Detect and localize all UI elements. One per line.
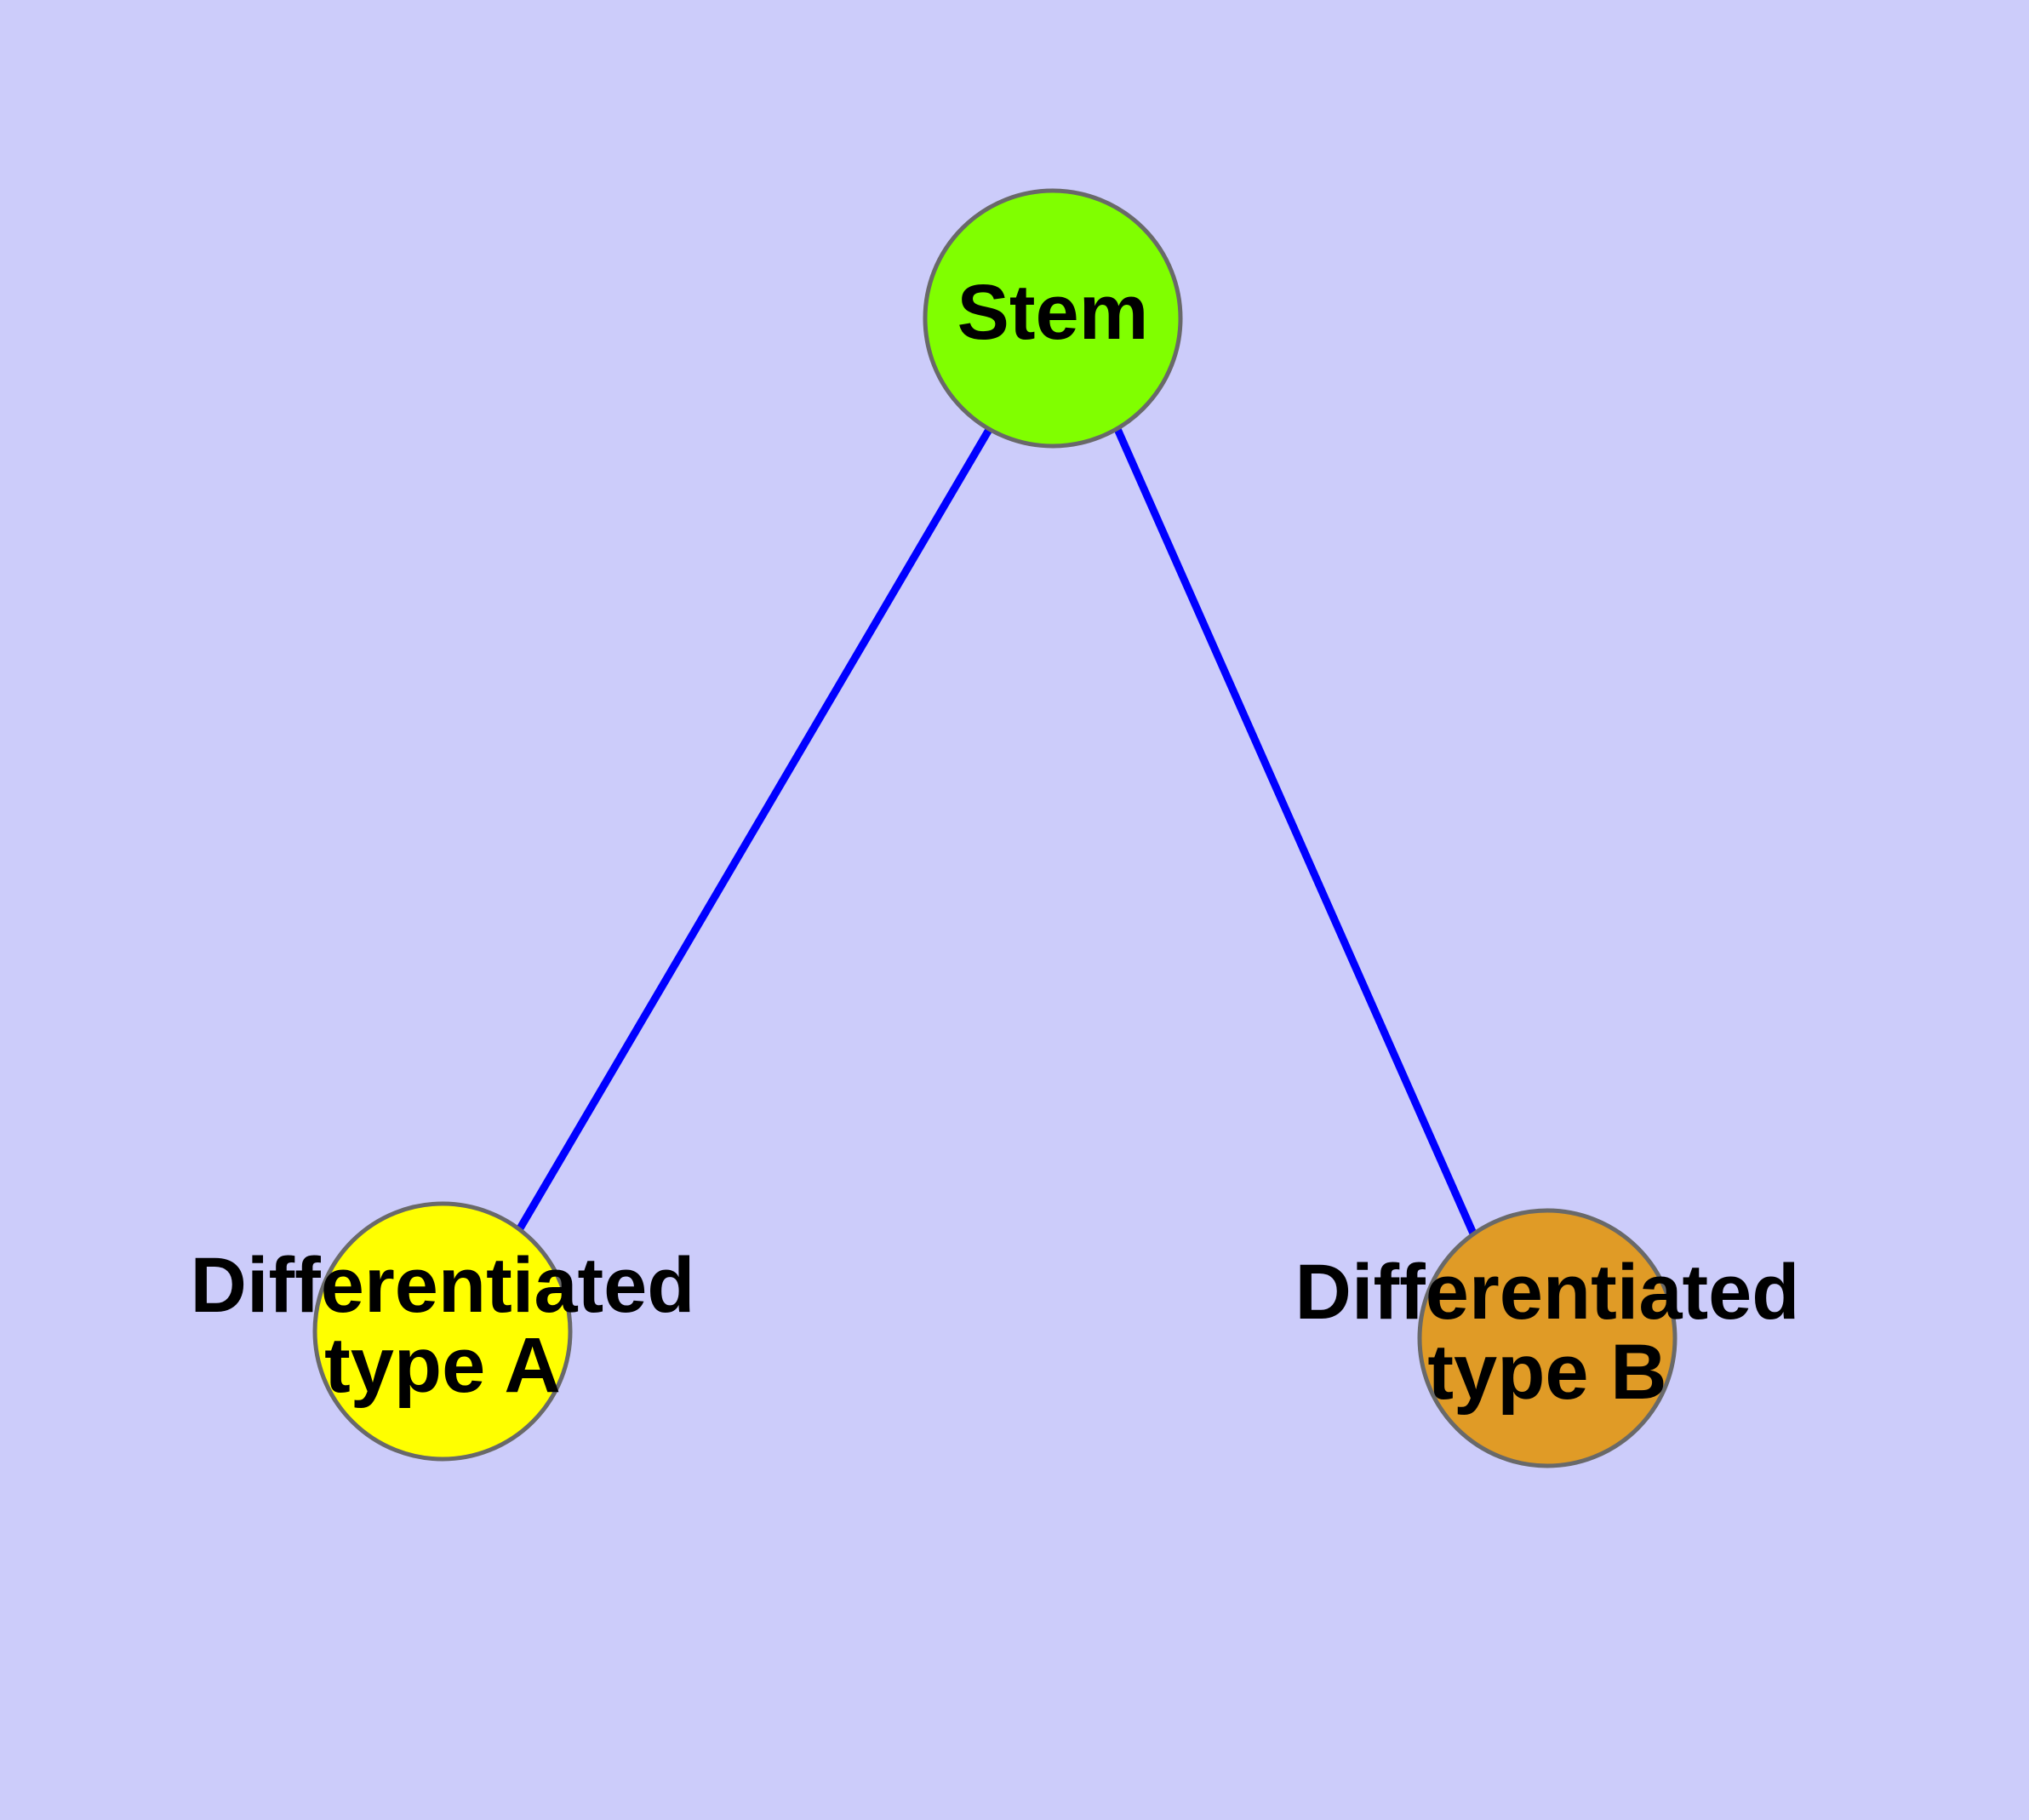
- edges-layer: [517, 426, 1477, 1235]
- graph-node-label-line: type A: [324, 1322, 561, 1409]
- graph-edge-stem-to-diff_a[interactable]: [517, 426, 993, 1231]
- nodes-layer: [312, 188, 1677, 1468]
- graph-node-label-line: Stem: [957, 269, 1149, 356]
- graph-node-label-line: Differentiated: [1295, 1249, 1800, 1336]
- graph-node-label-line: type B: [1427, 1329, 1666, 1416]
- graph-node-label-line: Differentiated: [191, 1242, 695, 1329]
- graph-node-diff_a[interactable]: [312, 1201, 573, 1462]
- graph-node-label-stem: Stem: [957, 269, 1149, 356]
- graph-node-diff_b[interactable]: [1417, 1208, 1677, 1468]
- graph-node-stem[interactable]: [923, 188, 1183, 449]
- graph-edge-stem-to-diff_b[interactable]: [1113, 427, 1477, 1235]
